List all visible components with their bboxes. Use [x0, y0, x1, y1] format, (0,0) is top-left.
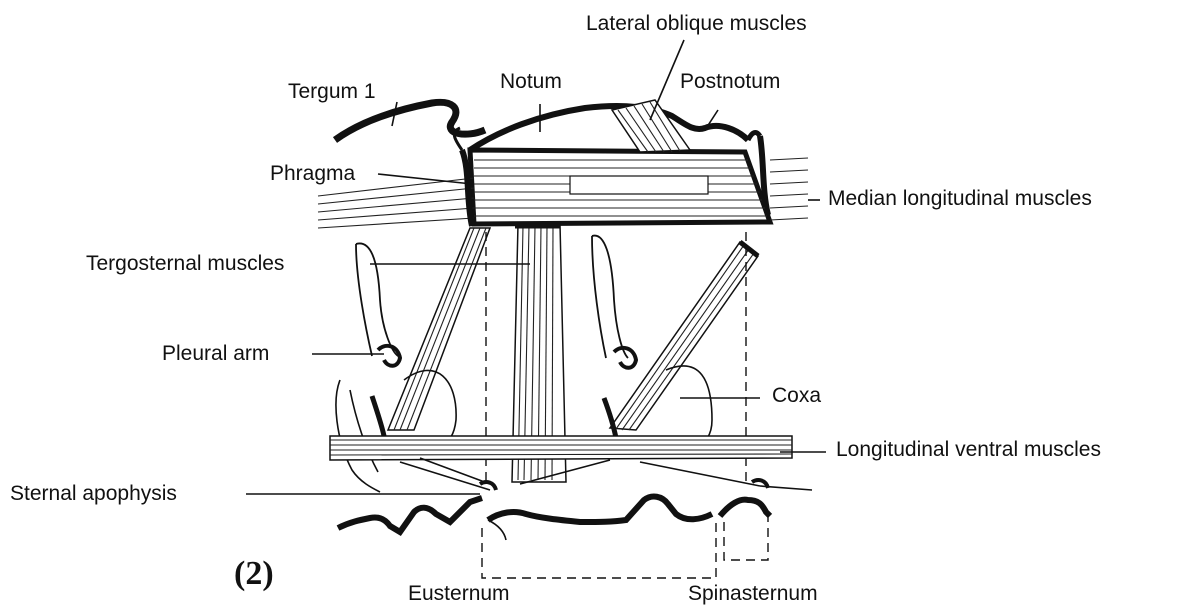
- lateral-oblique-muscle-bundle: [612, 100, 690, 152]
- right-oblique-muscle-bundle: [610, 242, 758, 430]
- notum-highlight-slot: [570, 176, 708, 194]
- label-tergosternal-muscles: Tergosternal muscles: [86, 252, 284, 275]
- label-pleural-arm: Pleural arm: [162, 342, 269, 365]
- left-oblique-muscle-bundle: [388, 228, 490, 430]
- notum-plate: [454, 106, 748, 150]
- longitudinal-ventral-muscle-bundle: [330, 436, 792, 460]
- label-phragma: Phragma: [270, 162, 356, 185]
- label-tergum-1: Tergum 1: [288, 80, 376, 103]
- notum-block: [470, 150, 770, 224]
- sternal-apophysis-bars: [400, 458, 812, 490]
- label-sternal-apophysis: Sternal apophysis: [10, 482, 177, 505]
- label-lateral-oblique-muscles: Lateral oblique muscles: [586, 12, 807, 35]
- panel-identifier: (2): [234, 555, 274, 592]
- spinasternum-outline: [724, 514, 768, 560]
- label-median-longitudinal-muscles: Median longitudinal muscles: [828, 187, 1092, 210]
- label-coxa: Coxa: [772, 384, 821, 407]
- label-longitudinal-ventral-muscles: Longitudinal ventral muscles: [836, 438, 1101, 461]
- tergum-plate: [335, 102, 485, 140]
- sternum-plate: [338, 497, 770, 540]
- eusternum-outline: [482, 522, 716, 578]
- label-notum: Notum: [500, 70, 562, 93]
- label-postnotum: Postnotum: [680, 70, 780, 93]
- label-spinasternum: Spinasternum: [688, 582, 818, 605]
- label-eusternum: Eusternum: [408, 582, 510, 605]
